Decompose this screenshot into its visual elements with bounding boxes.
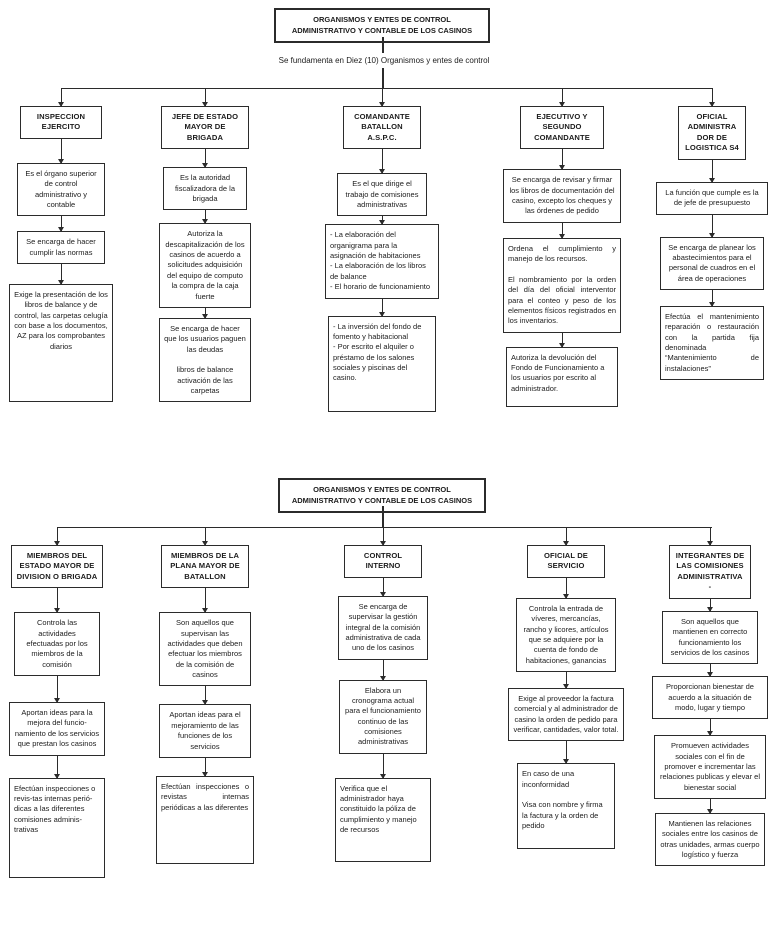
flow-box: Mantienen las relaciones sociales entre … [655, 813, 765, 867]
arrow-down [562, 741, 569, 765]
arrow-down [201, 588, 208, 614]
flow-box: Se encarga de supervisar la gestión inte… [338, 595, 428, 660]
flow-box: Es la autoridad fiscalizadora de la brig… [163, 167, 247, 211]
flow-box: Se encarga de hacer que los usuarios pag… [159, 317, 251, 403]
arrow-down [379, 88, 385, 107]
top-column-inspeccion-ejercito: INSPECCION EJERCITO Es el órgano superio… [8, 106, 114, 402]
arrow-down [53, 676, 60, 704]
flow-box: Son aquellos que mantienen en correcto f… [662, 610, 758, 665]
arrow-down [202, 527, 208, 546]
flow-box-header: COMANDANTE BATALLON A.S.P.C. [343, 106, 421, 150]
arrow-down [706, 598, 713, 612]
arrow-down [708, 214, 715, 238]
arrow-down [57, 216, 64, 233]
arrow-down [706, 799, 713, 814]
flow-box-header: INSPECCION EJERCITO [20, 106, 102, 139]
flow-box-header: MIEMBROS DE LA PLANA MAYOR DE BATALLON [161, 545, 249, 589]
arrow-down [379, 659, 386, 681]
arrow-down [53, 755, 60, 779]
arrow-down [201, 210, 208, 225]
bottom-column-plana-mayor: MIEMBROS DE LA PLANA MAYOR DE BATALLON S… [152, 545, 258, 864]
flow-box: Proporcionan bienestar de acuerdo a la s… [652, 676, 768, 720]
arrow-down [708, 159, 715, 183]
flow-box: - La elaboración del organigrama para la… [325, 224, 439, 299]
top-column-comandante-batallon: COMANDANTE BATALLON A.S.P.C. Es el que d… [325, 106, 439, 412]
flow-box: Exige la presentación de los libros de b… [9, 284, 113, 402]
flow-box: Autoriza la descapitalización de los cas… [159, 223, 251, 308]
bottom-column-integrantes-comisiones: INTEGRANTES DE LAS COMISIONES ADMINISTRA… [652, 545, 768, 867]
flow-box: La función que cumple es la de jefe de p… [656, 181, 768, 215]
flow-box: Controla la entrada de víveres, mercancí… [516, 597, 616, 672]
arrow-down [379, 753, 386, 779]
arrow-down [706, 664, 713, 678]
flow-box: Se encarga de hacer cumplir las normas [17, 231, 105, 264]
connector-horizontal-bar-bottom [57, 527, 712, 528]
flow-box: En caso de una inconformidad Visa con no… [517, 763, 615, 850]
arrow-down [558, 222, 565, 239]
flow-box-header: CONTROL INTERNO [344, 545, 422, 578]
flow-box-header: OFICIAL DE SERVICIO [527, 545, 605, 578]
flow-box: Elabora un cronograma actual para el fun… [339, 679, 427, 754]
arrow-down [706, 719, 713, 737]
arrow-down [563, 527, 569, 546]
arrow-down [58, 88, 64, 107]
flow-box: Promueven actividades sociales con el fi… [654, 735, 766, 799]
arrow-down [709, 88, 715, 107]
arrow-down [378, 149, 385, 175]
top-column-ejecutivo-segundo: EJECUTIVO Y SEGUNDO COMANDANTE Se encarg… [502, 106, 622, 407]
bottom-column-miembros-estado-mayor: MIEMBROS DEL ESTADO MAYOR DE DIVISION O … [5, 545, 109, 878]
flow-box: Aportan ideas para el mejoramiento de la… [159, 704, 251, 758]
arrow-down [57, 138, 64, 164]
connector-title-bar [382, 506, 384, 527]
connector-caption-bar [382, 68, 384, 89]
connector-title-caption [382, 37, 384, 53]
flow-box-header: MIEMBROS DEL ESTADO MAYOR DE DIVISION O … [11, 545, 103, 589]
arrow-down [562, 577, 569, 599]
flow-box: Controla las actividades efectuadas por … [14, 612, 100, 677]
connector-horizontal-bar-top [61, 88, 712, 89]
flow-box: Efectúan inspecciones o revis-tas intern… [9, 777, 105, 878]
arrow-down [378, 298, 385, 317]
flow-box: Ordena el cumplimiento y manejo de los r… [503, 237, 621, 333]
arrow-down [53, 588, 60, 614]
top-column-oficial-logistica: OFICIAL ADMINISTRA DOR DE LOGISTICA S4 L… [656, 106, 768, 380]
flow-box: Efectúan inspecciones o revistas interna… [156, 775, 254, 864]
arrow-down [54, 527, 60, 546]
arrow-down [201, 686, 208, 706]
bottom-column-oficial-servicio: OFICIAL DE SERVICIO Controla la entrada … [508, 545, 624, 850]
top-diagram-subtitle: Se fundamenta en Diez (10) Organismos y … [278, 56, 490, 65]
flow-box: Efectúa el mantenimiento reparación o re… [660, 305, 764, 380]
top-diagram-title: ORGANISMOS Y ENTES DE CONTROL ADMINISTRA… [274, 8, 490, 43]
flow-box-header: INTEGRANTES DE LAS COMISIONES ADMINISTRA… [669, 545, 751, 599]
flow-box: Es el órgano superior de control adminis… [17, 162, 105, 217]
arrow-down [558, 332, 565, 348]
flow-box: Exige al proveedor la factura comercial … [508, 688, 624, 742]
arrow-down [708, 289, 715, 307]
flow-box: Aportan ideas para la mejora del funcio-… [9, 702, 105, 756]
arrow-down [57, 264, 64, 285]
flow-box-header: JEFE DE ESTADO MAYOR DE BRIGADA [161, 106, 249, 150]
bottom-column-control-interno: CONTROL INTERNO Se encarga de supervisar… [328, 545, 438, 862]
arrow-down [378, 216, 385, 226]
arrow-down [379, 577, 386, 597]
arrow-down [558, 149, 565, 171]
arrow-down [562, 672, 569, 689]
arrow-down [559, 88, 565, 107]
flow-box: Verifica que el administrador haya const… [335, 777, 431, 862]
flow-box: Es el que dirige el trabajo de comisione… [337, 173, 427, 217]
top-column-jefe-estado-mayor: JEFE DE ESTADO MAYOR DE BRIGADA Es la au… [152, 106, 258, 403]
flow-box-header: OFICIAL ADMINISTRA DOR DE LOGISTICA S4 [678, 106, 746, 160]
flow-box: Autoriza la devolución del Fondo de Func… [506, 346, 618, 407]
arrow-down [707, 527, 713, 546]
flow-box: Son aquellos que supervisan las activida… [159, 612, 251, 687]
arrow-down [202, 88, 208, 107]
flow-box: - La inversión del fondo de fomento y ha… [328, 315, 436, 412]
flow-box: Se encarga de revisar y firmar los libro… [503, 169, 621, 223]
arrow-down [201, 149, 208, 169]
flow-box: Se encarga de planear los abastecimiento… [660, 236, 764, 290]
flow-box-header: EJECUTIVO Y SEGUNDO COMANDANTE [520, 106, 604, 150]
arrow-down [201, 757, 208, 777]
arrow-down [380, 527, 386, 546]
arrow-down [201, 307, 208, 319]
